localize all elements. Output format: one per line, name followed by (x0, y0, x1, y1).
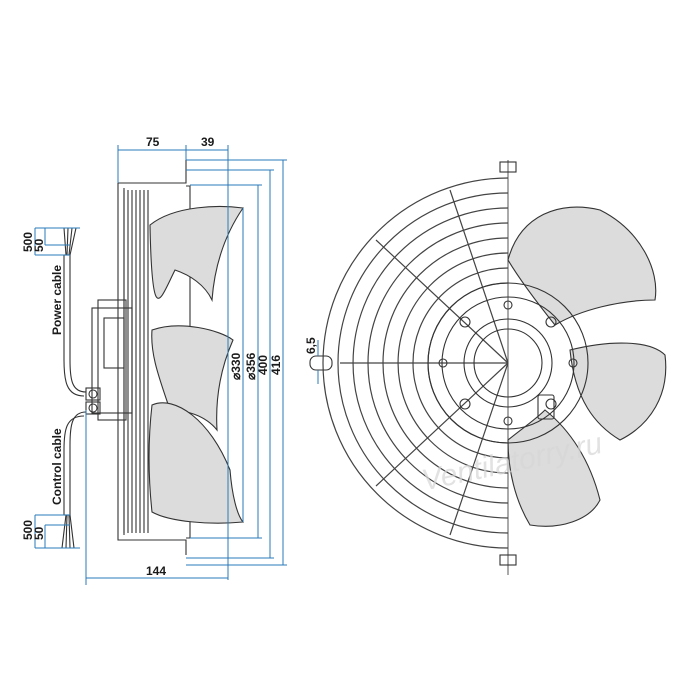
dim-75-label: 75 (146, 135, 160, 149)
dia-356-label: ⌀356 (244, 352, 258, 380)
power-cable (63, 227, 87, 397)
side-view: 75 39 144 ⌀330 ⌀356 400 416 Power cable … (21, 135, 287, 585)
power-50-label: 50 (32, 238, 46, 252)
dim-400-label: 400 (256, 355, 270, 375)
guard-grille (322, 177, 509, 549)
power-500-label: 500 (21, 232, 35, 252)
control-50-label: 50 (32, 526, 46, 540)
dia-330-label: ⌀330 (229, 352, 243, 380)
dim-39-label: 39 (201, 135, 215, 149)
side-guard-ribs (123, 190, 149, 533)
dim-6-5-label: 6,5 (304, 337, 318, 354)
dim-416-label: 416 (269, 355, 283, 375)
mounting-lugs (309, 161, 517, 566)
side-blades (148, 206, 245, 524)
control-cable-label: Control cable (50, 428, 64, 505)
front-hub (427, 282, 589, 444)
motor (91, 299, 133, 421)
cable-glands (85, 387, 101, 415)
control-cable (61, 411, 87, 549)
power-cable-label: Power cable (50, 265, 64, 335)
front-view: 6,5 (304, 160, 667, 575)
front-blades (507, 206, 667, 527)
side-dimensions (34, 145, 287, 585)
control-500-label: 500 (21, 520, 35, 540)
dim-144-label: 144 (146, 564, 166, 578)
